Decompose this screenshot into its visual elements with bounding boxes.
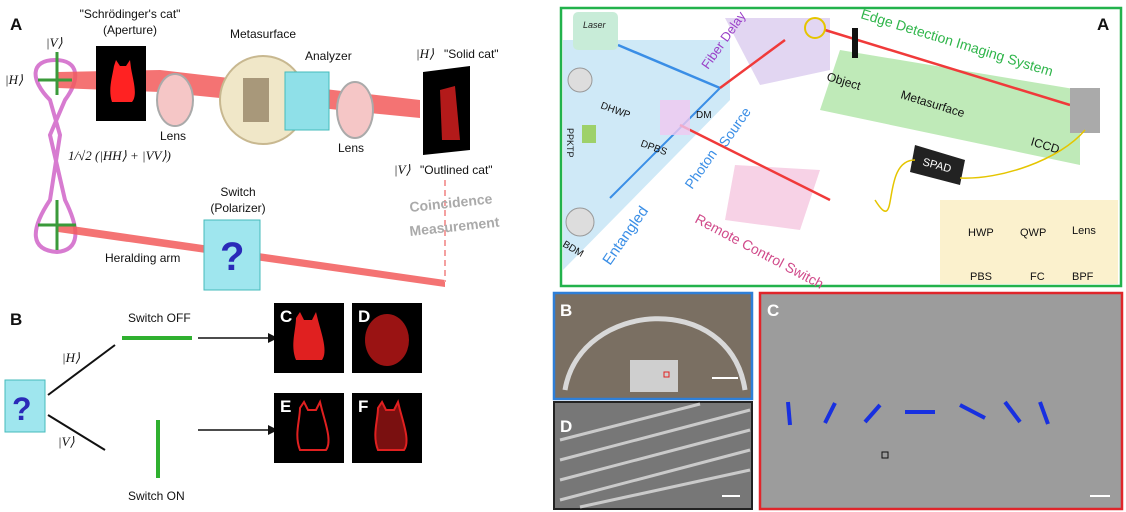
analyzer: [284, 71, 330, 131]
legend-fc: FC: [1030, 271, 1045, 283]
switch-region: [725, 165, 820, 230]
question-mark-icon: ?: [220, 235, 244, 279]
switch-icon: [4, 379, 46, 433]
aperture-subtitle: (Aperture): [103, 23, 157, 37]
aperture-title: "Schrödinger's cat": [80, 7, 181, 21]
imaged-cat-icon: [440, 86, 460, 140]
lens-2-label: Lens: [338, 141, 364, 155]
switch-on-label: Switch ON: [128, 489, 185, 503]
solid-cat-label: "Solid cat": [444, 47, 499, 61]
dm-label: DM: [696, 110, 712, 121]
ket-v-label: |V⟩: [46, 35, 63, 50]
legend: HWP QWP Lens PBS FC BPF: [968, 225, 1096, 283]
imaging-region: [820, 50, 1080, 165]
switch-sublabel: (Polarizer): [210, 201, 265, 215]
mirror: [567, 67, 593, 93]
delay-region: [725, 18, 830, 85]
legend-region: [940, 200, 1118, 284]
ket-v: |V⟩: [58, 434, 75, 449]
laser-label: Laser: [583, 20, 607, 30]
switch-off-label: Switch OFF: [128, 311, 191, 325]
tile-label: F: [358, 397, 368, 416]
cat-mask-icon: [110, 60, 135, 102]
laser-box: [573, 12, 618, 50]
ppktp-crystal: [582, 125, 596, 143]
pump-beam-2: [609, 87, 721, 199]
signal-path: [719, 38, 786, 90]
switch-polarizer: [203, 219, 261, 291]
metasurface-pattern: [243, 78, 269, 122]
tile-label: D: [358, 307, 370, 326]
metasurface-label: Metasurface: [230, 27, 296, 41]
panel-label: A: [1097, 15, 1109, 34]
arrow-v: [47, 414, 106, 451]
panel-c-micrograph: [758, 291, 1124, 511]
legend-pbs: PBS: [970, 271, 992, 283]
source-region: [563, 40, 730, 270]
orientation-markers: [786, 400, 1050, 426]
image-e: [274, 393, 344, 463]
panel-label: C: [767, 301, 779, 320]
panel-label: D: [560, 417, 572, 436]
imaging-path: [824, 28, 1071, 107]
switch-label: Switch: [220, 185, 255, 199]
measurement-label: Measurement: [409, 214, 501, 239]
fiber-coil: [804, 17, 826, 39]
legend-bpf: BPF: [1072, 271, 1094, 283]
ket-h: |H⟩: [62, 350, 80, 365]
outlined-ket: |V⟩: [394, 162, 411, 177]
legend-hwp: HWP: [968, 227, 994, 239]
bdm-mirror: [565, 207, 595, 237]
tile-label: C: [280, 307, 292, 326]
heralding-arm-label: Heralding arm: [105, 251, 180, 265]
panel-label: A: [10, 15, 22, 34]
polarization-arrows-icon: [38, 52, 76, 250]
panel-a-schematic: A |V⟩ |H⟩ 1/√2 (|HH⟩ + |VV⟩) "Schrödinge…: [5, 7, 501, 291]
entangled-state-formula: 1/√2 (|HH⟩ + |VV⟩): [68, 148, 171, 163]
spad-box: [910, 145, 965, 185]
ket-h-label: |H⟩: [5, 72, 23, 87]
zoom-region-marker: [881, 451, 889, 459]
lens-1: [156, 73, 194, 127]
legend-qwp: QWP: [1020, 227, 1046, 239]
lens-2: [336, 81, 374, 139]
outlined-cat-label: "Outlined cat": [420, 163, 493, 177]
fiber-cable: [874, 129, 1086, 212]
arrow-h: [47, 344, 116, 396]
dpbs-cube: [660, 100, 690, 135]
object: [852, 28, 858, 58]
question-mark-icon: ?: [12, 391, 32, 427]
iccd-camera: [1070, 88, 1100, 133]
pump-beam: [617, 43, 721, 90]
panel-label: B: [10, 310, 22, 329]
coincidence-label: Coincidence: [409, 190, 494, 215]
panel-label: B: [560, 301, 572, 320]
lens-1-label: Lens: [160, 129, 186, 143]
panel-b-switch: B ? |H⟩ |V⟩ Switch OFF Switch ON C D E F: [4, 303, 422, 503]
legend-lens: Lens: [1072, 225, 1096, 237]
idler-path: [679, 123, 831, 202]
solid-ket: |H⟩: [416, 46, 434, 61]
ppktp-label: PPKTP: [565, 128, 575, 158]
tile-label: E: [280, 397, 291, 416]
panel-a-setup: Laser DM DHWP DPBS PPKTP BDM Entangled P…: [559, 6, 1123, 292]
micrographs: B D C: [552, 291, 1124, 511]
analyzer-label: Analyzer: [305, 49, 352, 63]
